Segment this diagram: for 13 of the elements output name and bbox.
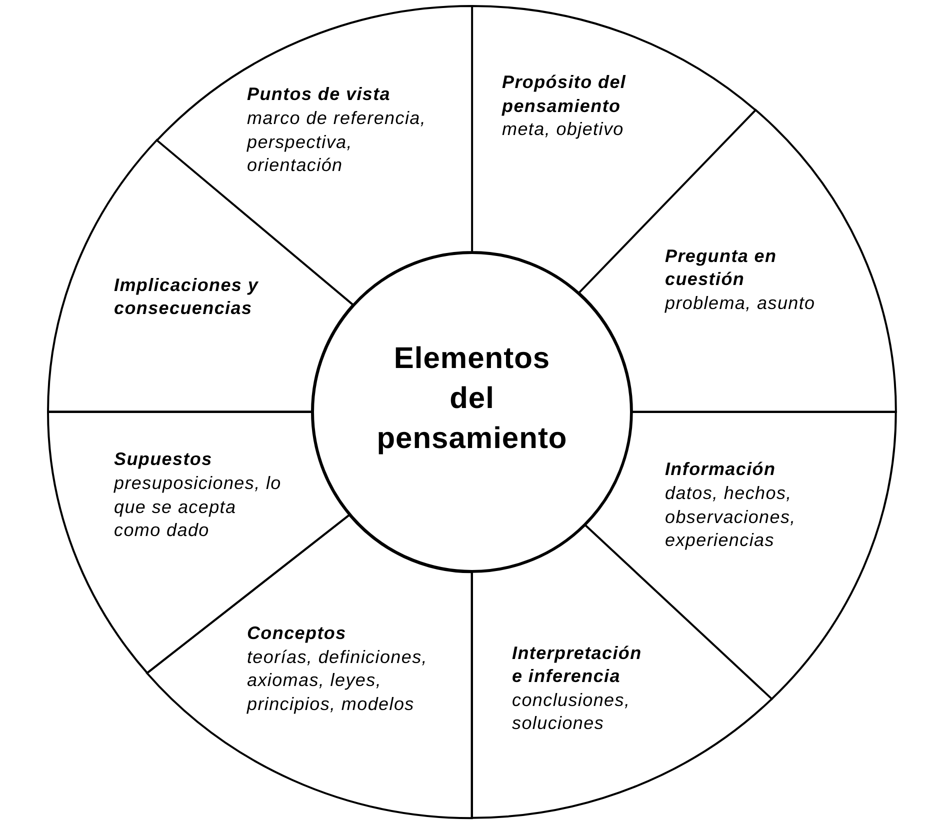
segment-description: marco de referencia, perspectiva, orientación	[246, 107, 426, 177]
segment-heading: Implicaciones y consecuencias	[114, 274, 259, 320]
segment-description: meta, objetivo	[502, 118, 624, 141]
center-title: Elementos del pensamiento	[376, 341, 568, 457]
segment-heading: Puntos de vista	[246, 83, 391, 106]
segment-description: conclusiones, soluciones	[512, 688, 630, 736]
segment-description: presuposiciones, lo que se acepta como dado	[114, 472, 282, 542]
segment-heading: Información	[664, 458, 776, 481]
segment-heading: Supuestos	[114, 448, 212, 471]
segment-description: datos, hechos, observaciones, experiencias	[664, 482, 796, 552]
segment-heading: Conceptos	[246, 622, 346, 645]
segment-description: teorías, definiciones, axiomas, leyes, principios, modelos	[246, 646, 428, 716]
segment-description: problema, asunto	[664, 292, 816, 315]
